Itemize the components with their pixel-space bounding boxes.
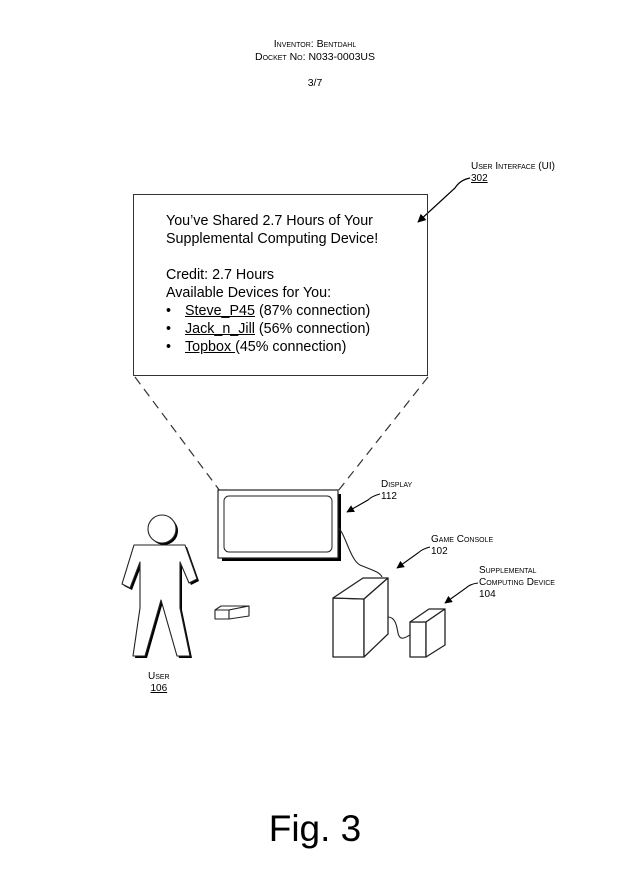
display-label-text: Display [381, 479, 413, 490]
supplemental-device-icon [409, 608, 446, 658]
ui-leader-arrow [417, 177, 471, 223]
credit-text: Credit: 2.7 Hours [166, 267, 275, 283]
console-cable [387, 616, 411, 639]
devices-heading: Available Devices for You: [166, 285, 332, 301]
projection-line-right [337, 376, 429, 492]
display-ref: 112 [381, 491, 397, 502]
user-interface-screen: You’ve Shared 2.7 Hours of Your Suppleme… [133, 194, 428, 376]
display-label: Display 112 [381, 479, 412, 503]
console-leader-arrow [396, 546, 431, 569]
supplemental-device-label: Supplemental Computing Device 104 [479, 565, 555, 601]
user-label: User 106 [148, 671, 170, 695]
supplemental-leader-arrow [444, 582, 479, 604]
supplemental-label-line2: Computing Device [479, 577, 555, 588]
device-list-item: Topbox (45% connection) [166, 338, 378, 356]
display-icon [217, 489, 341, 561]
device-connection: (56% connection) [258, 321, 371, 337]
game-console-label-text: Game Console [431, 534, 494, 545]
ui-callout-ref: 302 [471, 173, 488, 184]
inventor-line: Inventor: Bentdahl [273, 38, 357, 50]
ui-callout-text: User Interface (UI) [471, 161, 555, 172]
sheet-number: 3/7 [307, 77, 323, 89]
game-console-ref: 102 [431, 546, 448, 557]
display-cable [337, 527, 383, 578]
projection-line-left [134, 376, 221, 492]
device-link-topbox[interactable]: Topbox [185, 339, 236, 355]
ui-headline-line2: Supplemental Computing Device! [166, 231, 379, 247]
game-console-label: Game Console 102 [431, 534, 493, 558]
user-label-text: User [148, 671, 170, 682]
device-connection: (87% connection) [258, 303, 371, 319]
display-leader-arrow [346, 493, 381, 513]
user-figure-icon [121, 514, 199, 658]
device-link-jack-n-jill[interactable]: Jack_n_Jill [185, 321, 255, 337]
figure-label: Fig. 3 [268, 808, 362, 849]
device-connection: (45% connection) [235, 339, 347, 355]
supplemental-label-line1: Supplemental [479, 565, 537, 576]
user-ref: 106 [150, 683, 168, 694]
device-link-steve-p45[interactable]: Steve_P45 [185, 303, 255, 319]
device-list: Steve_P45 (87% connection) Jack_n_Jill (… [166, 302, 378, 356]
supplemental-ref: 104 [479, 589, 496, 600]
controller-icon [214, 605, 250, 620]
device-list-item: Jack_n_Jill (56% connection) [166, 320, 378, 338]
device-list-item: Steve_P45 (87% connection) [166, 302, 378, 320]
docket-line: Docket No: N033-0003US [254, 51, 376, 63]
ui-callout-label: User Interface (UI) 302 [471, 161, 555, 185]
ui-headline-line1: You’ve Shared 2.7 Hours of Your [166, 213, 373, 229]
game-console-icon [332, 577, 389, 658]
